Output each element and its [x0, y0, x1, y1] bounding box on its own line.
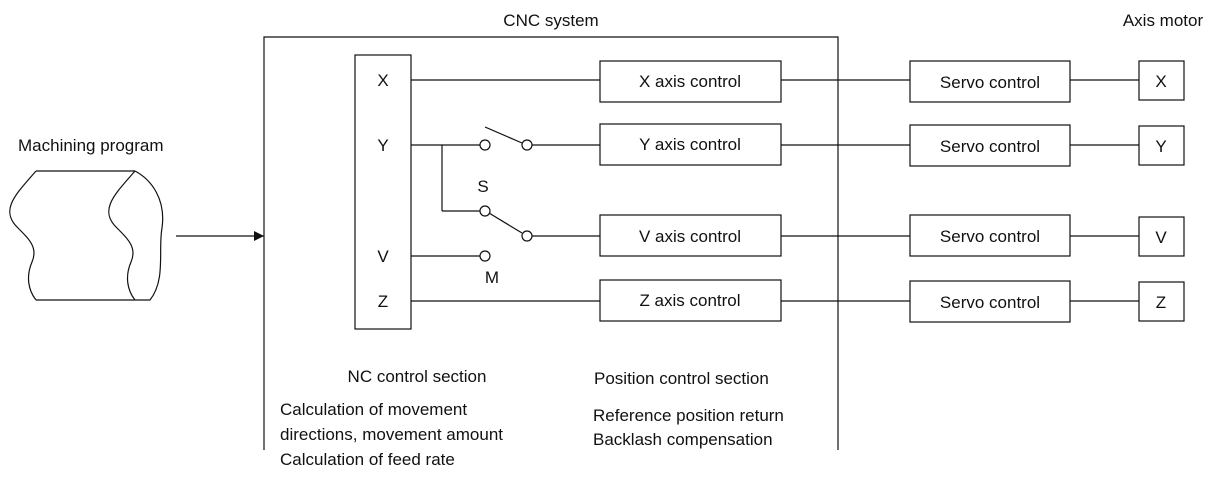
y-servo-control-label: Servo control	[940, 137, 1040, 156]
x-axis-control-box	[599, 60, 782, 103]
nc-axis-block	[354, 54, 412, 330]
position-section-line-1: Reference position return	[593, 406, 784, 425]
z-motor-label: Z	[1156, 293, 1166, 312]
nc-axis-y: Y	[377, 136, 388, 155]
y-axis-control-label: Y axis control	[639, 135, 741, 154]
x-motor-box	[1138, 60, 1185, 101]
nc-section-line-3: Calculation of feed rate	[280, 450, 455, 469]
y-axis-control-box	[599, 123, 782, 166]
nc-axis-x: X	[377, 71, 388, 90]
machining-program-label: Machining program	[18, 136, 164, 155]
x-servo-control-label: Servo control	[940, 73, 1040, 92]
cnc-system-frame	[263, 36, 839, 450]
nc-axis-v: V	[377, 247, 389, 266]
v-axis-control-box	[599, 214, 782, 257]
nc-axis-z: Z	[378, 292, 388, 311]
v-axis-control-label: V axis control	[639, 227, 741, 246]
v-motor-box	[1138, 216, 1185, 257]
program-tape-icon	[9, 170, 164, 301]
z-axis-control-box	[599, 279, 782, 322]
y-switch	[411, 126, 600, 151]
axis-motor-title: Axis motor	[1123, 11, 1204, 30]
nc-section-title: NC control section	[348, 367, 487, 386]
z-servo-control-label: Servo control	[940, 293, 1040, 312]
z-servo-control-box	[909, 280, 1071, 323]
m-contact	[411, 250, 491, 262]
y-motor-label: Y	[1155, 137, 1166, 156]
x-motor-label: X	[1155, 72, 1166, 91]
cnc-system-title: CNC system	[503, 11, 598, 30]
nc-section-line-1: Calculation of movement	[280, 400, 467, 419]
v-servo-control-box	[909, 214, 1071, 257]
x-servo-control-box	[909, 60, 1071, 103]
y-motor-box	[1138, 125, 1185, 166]
switch-label-s: S	[477, 177, 488, 196]
x-axis-control-label: X axis control	[639, 72, 741, 91]
nc-section-line-2: directions, movement amount	[280, 425, 503, 444]
s-switch	[441, 145, 600, 242]
z-axis-control-label: Z axis control	[639, 291, 740, 310]
v-motor-label: V	[1155, 228, 1167, 247]
switch-label-m: M	[485, 268, 499, 287]
position-section-line-2: Backlash compensation	[593, 430, 773, 449]
v-servo-control-label: Servo control	[940, 227, 1040, 246]
z-motor-box	[1138, 281, 1185, 322]
y-servo-control-box	[909, 124, 1071, 167]
position-section-title: Position control section	[594, 369, 769, 388]
